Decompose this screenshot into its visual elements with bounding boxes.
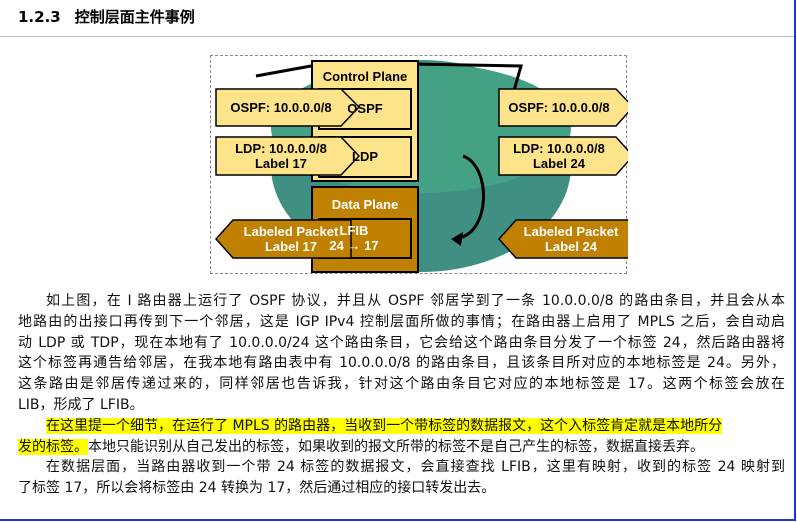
control-plane-label: Control Plane <box>322 69 408 84</box>
paragraph-line: 这条路由是邻居传递过来的，同样邻居也告诉我，针对这个路由条目它对应的本地标签是 … <box>18 376 785 393</box>
highlighted-text: 发的标签。 <box>18 438 88 455</box>
right-ldp-update: LDP: 10.0.0.0/8 <box>513 141 605 156</box>
paragraph-line: 这个标签再通告给邻居，在我本地有路由表中有 10.0.0.0/8 的路由条目，且… <box>18 355 785 372</box>
paragraph-line: 地路由的出接口再传到下一个邻居，这是 IGP IPv4 控制层面所做的事情；在路… <box>18 313 785 330</box>
router-illustration <box>214 60 628 273</box>
lfib-mapping: 24 → 17 <box>329 238 379 253</box>
left-ldp-label: Label 17 <box>254 156 308 171</box>
paragraph-line: 如上图，在 I 路由器上运行了 OSPF 协议，并且从 OSPF 邻居学到了一条… <box>46 293 785 309</box>
paragraph-text: 本地只能识别从自己发出的标签，如果收到的报文所带的标签不是自己产生的标签，数据直… <box>88 438 704 455</box>
right-packet-label: Label 24 <box>544 239 598 254</box>
left-packet-label: Label 17 <box>264 239 318 254</box>
highlighted-text: 在这里提一个细节，在运行了 MPLS 的路由器，当收到一个带标签的数据报文，这个… <box>46 417 723 434</box>
right-packet-title: Labeled Packet <box>523 224 619 239</box>
paragraph-line: LIB，形成了 LFIB。 <box>18 396 144 413</box>
ospf-box-label: OSPF <box>347 101 383 116</box>
header-divider <box>0 36 794 37</box>
lfib-label: LFIB <box>339 223 369 238</box>
mpls-diagram-figure[interactable]: Control Plane OSPF LDP Data Plane LFIB 2… <box>210 55 628 274</box>
left-packet-title: Labeled Packet <box>243 224 339 239</box>
left-ldp-update: LDP: 10.0.0.0/8 <box>235 141 327 156</box>
left-ospf-update: OSPF: 10.0.0.0/8 <box>230 100 332 115</box>
data-plane-label: Data Plane <box>331 197 399 212</box>
paragraph-line: 了标签 17，所以会将标签由 24 转换为 17，然后通过相应的接口转发出去。 <box>18 480 496 497</box>
section-number: 1.2.3 <box>18 8 61 26</box>
paragraph-line: 动 LDP 或 TDP，现在本地有了 10.0.0.0/24 这个路由条目，它会… <box>18 334 785 351</box>
right-ldp-label: Label 24 <box>532 156 586 171</box>
body-text: 如上图，在 I 路由器上运行了 OSPF 协议，并且从 OSPF 邻居学到了一条… <box>18 291 785 499</box>
ldp-box-label: LDP <box>352 149 378 164</box>
right-ospf-update: OSPF: 10.0.0.0/8 <box>508 100 610 115</box>
section-heading: 1.2.3 控制层面主件事例 <box>18 6 209 27</box>
paragraph-line: 在数据层面，当路由器收到一个带 24 标签的数据报文，会直接查找 LFIB，这里… <box>46 459 785 476</box>
section-title: 控制层面主件事例 <box>74 8 195 26</box>
